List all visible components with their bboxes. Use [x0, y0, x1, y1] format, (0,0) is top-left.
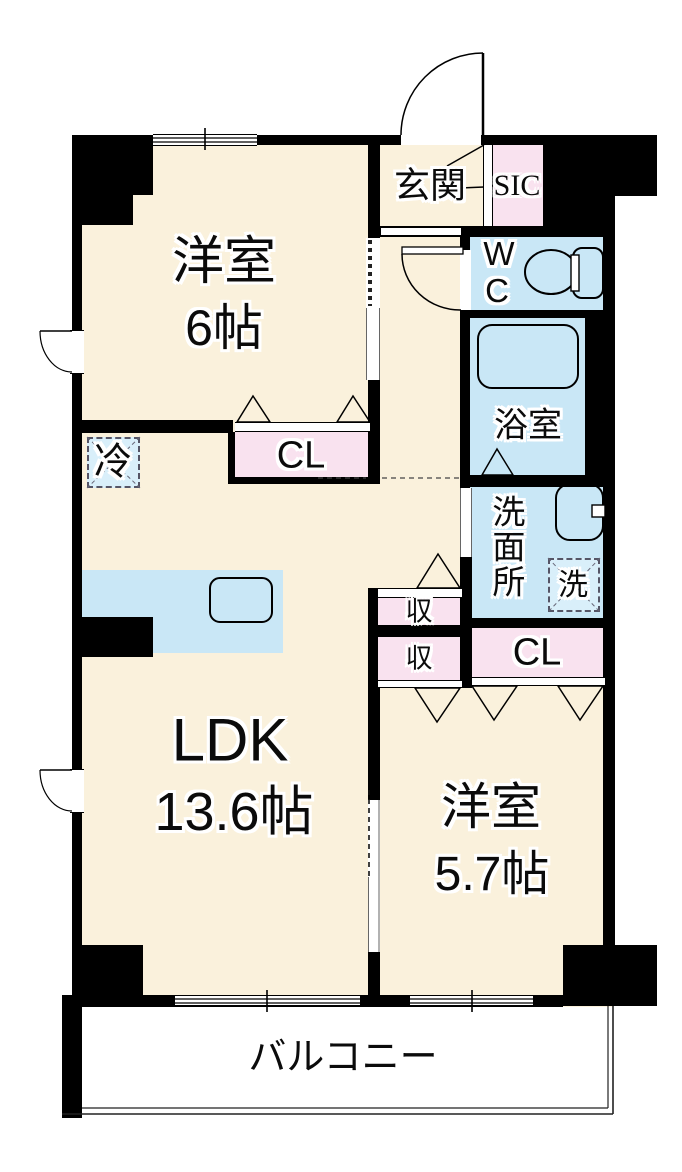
wall-center-c — [368, 952, 380, 995]
wall-corner-bottomright — [563, 945, 657, 1006]
closet-right — [472, 628, 605, 677]
room-size-ldk: 13.6帖 — [154, 781, 314, 842]
room-label-washroom: 洗面所 — [487, 494, 525, 600]
wall-entrance-left — [368, 143, 380, 238]
wall-center-b — [368, 688, 380, 800]
room-label-ldk: LDK — [171, 706, 289, 774]
wall-bath-bottom — [460, 475, 605, 487]
wall-corner-topleft-b — [73, 195, 133, 225]
window-top — [153, 134, 257, 146]
closet-left — [235, 432, 370, 477]
label-closet-left: CL — [276, 434, 326, 477]
wall-right-of-bath — [585, 310, 615, 487]
wall-storage-left — [368, 588, 378, 688]
wall-corner-topright — [543, 135, 657, 196]
western6-wall-dotted — [366, 238, 380, 308]
room-label-western6: 洋室 — [171, 232, 277, 291]
room-sic — [483, 143, 543, 226]
wall-top — [73, 135, 657, 145]
sic-divider — [483, 145, 493, 226]
wall-entrance-bottom — [368, 226, 605, 237]
left-window-lower-icon — [39, 769, 73, 812]
wc-door-opening — [460, 250, 471, 310]
room-bathroom — [470, 318, 585, 475]
room-label-western57: 洋室 — [441, 779, 541, 835]
wall-center-a — [368, 380, 380, 484]
wall-corner-topleft-a — [73, 135, 153, 195]
room-label-sic: SIC — [493, 168, 541, 202]
wall-left — [72, 135, 82, 1007]
window-bottom-ldk — [175, 995, 360, 1006]
wall-closet-left-bottom — [228, 477, 380, 484]
storage-bottom-door-strip — [378, 680, 462, 688]
wall-corner-bottomleft — [73, 945, 143, 995]
wall-storage-divider — [368, 625, 462, 637]
western6-sliding-door — [366, 308, 380, 380]
room-label-wc-c: C — [485, 272, 509, 310]
window-left-lower — [70, 769, 84, 813]
label-washer: 洗 — [558, 568, 588, 602]
wall-corridor-right-b — [460, 310, 470, 488]
wall-right-of-sic — [543, 196, 615, 237]
room-label-bathroom: 浴室 — [494, 406, 562, 445]
closet-right-door-strip — [472, 677, 605, 686]
left-window-upper-icon — [39, 330, 73, 373]
room-size-western57: 5.7帖 — [434, 848, 550, 902]
window-left-upper — [70, 330, 84, 374]
label-refrigerator: 冷 — [93, 441, 133, 484]
room-label-entrance: 玄関 — [393, 164, 467, 206]
wall-closet-right-top — [460, 618, 615, 628]
storage-bottom — [378, 637, 462, 680]
storage-top — [378, 598, 462, 625]
closet-left-door-strip — [235, 422, 370, 432]
label-storage-bottom: 収 — [405, 643, 433, 674]
wall-kitchen-block — [73, 617, 153, 657]
wall-corridor-right-a — [460, 237, 470, 250]
window-bottom-western57 — [410, 995, 533, 1006]
entrance-opening — [401, 135, 481, 145]
entrance-step — [381, 227, 461, 236]
label-balcony: バルコニー — [248, 1036, 438, 1079]
room-size-western6: 6帖 — [185, 300, 263, 356]
label-closet-right: CL — [512, 631, 562, 674]
wall-balcony-left — [62, 995, 82, 1118]
wall-wc-bottom — [460, 310, 605, 318]
entrance-door-icon — [400, 52, 485, 136]
washroom-sliding-door — [460, 488, 472, 557]
partition-sliding-door — [368, 800, 380, 952]
wall-closet-left-edge — [228, 432, 235, 477]
label-storage-top: 収 — [405, 596, 433, 627]
wall-storage-right — [462, 588, 472, 688]
wall-western6-bottom — [73, 420, 233, 433]
room-label-wc-w: W — [483, 235, 515, 273]
